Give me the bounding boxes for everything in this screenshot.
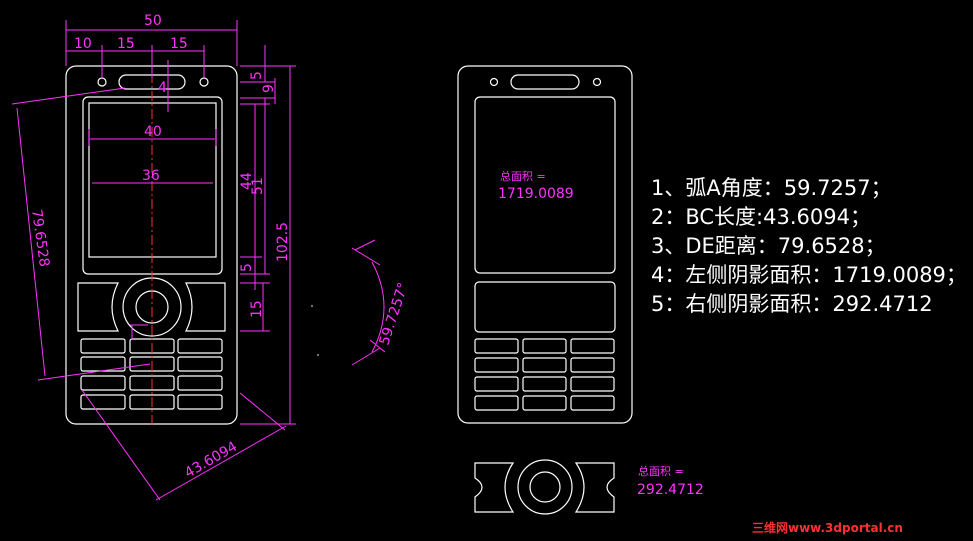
results-list: 1、弧A角度：59.7257； 2：BC长度:43.6094； 3、DE距离：7… [651,176,967,316]
dimension-lines [11,20,386,501]
watermark: 三维网www.3dportal.cn [752,520,903,535]
right-phone-outline [457,65,633,424]
left-soft-key [77,282,119,332]
bottom-area-value: 292.4712 [637,482,704,498]
dim-102-5: 102.5 [275,222,291,262]
left-dot [97,77,107,87]
screen-right [474,96,616,274]
result-1: 1、弧A角度：59.7257； [651,176,892,200]
nav-area-right [474,281,616,333]
dim-51: 51 [250,177,266,195]
result-5: 5：右侧阴影面积：292.4712 [651,292,933,316]
right-soft-key [185,282,226,332]
keypad-right [474,338,615,411]
dimension-texts: 50 10 15 15 4 40 36 5 9 44 51 102.5 5 15… [28,13,412,481]
dim-arc-angle: 59.7257° [377,281,412,348]
result-2: 2：BC长度:43.6094； [651,205,871,229]
dim-36: 36 [142,168,160,184]
left-area-title: 总面积 = [500,169,546,183]
dim-15b: 15 [170,36,188,52]
dim-50: 50 [144,13,162,29]
dim-10: 10 [74,36,92,52]
phone-body-right [457,65,633,424]
dim-5-top: 5 [249,71,265,80]
dim-9: 9 [261,84,277,93]
bottom-area-title: 总面积 = [638,464,684,478]
dim-40: 40 [144,124,162,140]
dim-4: 4 [158,80,167,96]
result-4: 4：左侧阴影面积：1719.0089； [651,263,967,287]
dim-15a: 15 [117,36,135,52]
nav-key-part [474,459,615,515]
dim-5-bottom: 5 [239,263,255,272]
dim-bc: 43.6094 [182,439,240,482]
left-area-value: 1719.0089 [498,186,574,202]
result-3: 3、DE距离：79.6528； [651,234,886,258]
dim-de: 79.6528 [28,208,52,268]
dim-44: 44 [239,172,255,190]
right-dot [199,77,209,87]
dim-15-right: 15 [249,300,265,318]
